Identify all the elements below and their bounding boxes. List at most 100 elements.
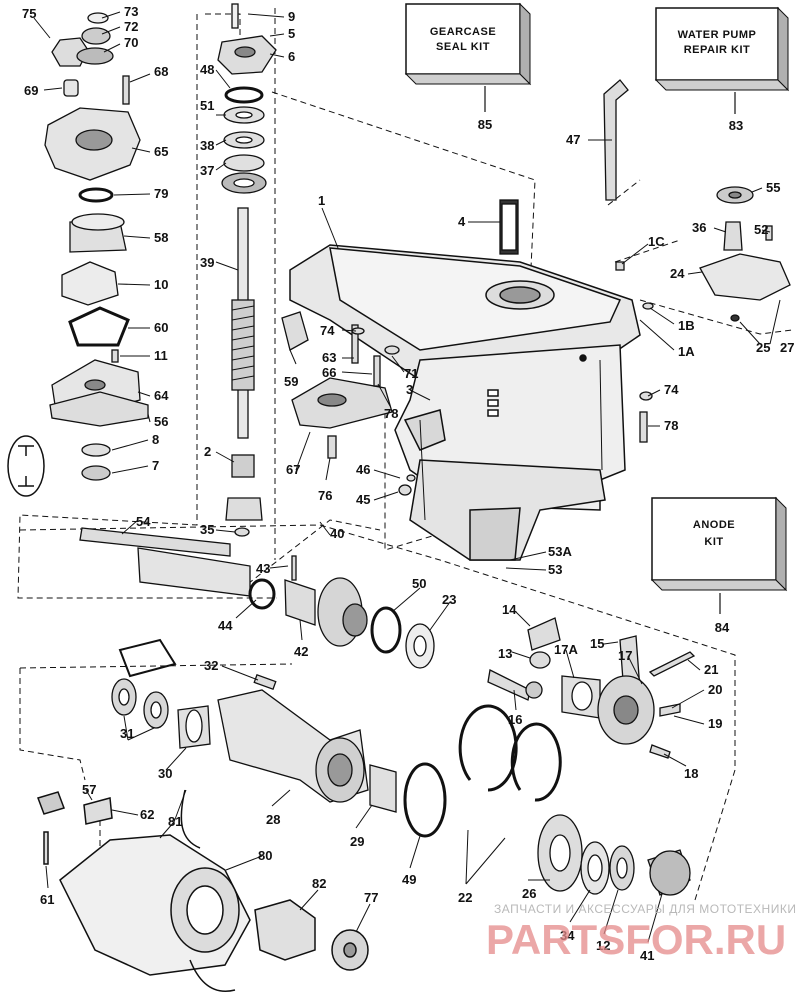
callout-68: 68 <box>154 64 168 79</box>
callout-13: 13 <box>498 646 512 661</box>
callout-31: 31 <box>120 726 134 741</box>
callout-37: 37 <box>200 163 214 178</box>
callout-1C: 1C <box>648 234 665 249</box>
watermark-logo: PARTSFOR.RU <box>486 916 787 963</box>
callout-16: 16 <box>508 712 522 727</box>
gearcase-kit-line2: SEAL KIT <box>436 41 490 53</box>
callout-21: 21 <box>704 662 718 677</box>
callout-65: 65 <box>154 144 168 159</box>
callout-75: 75 <box>22 6 36 21</box>
gearcase-kit-line1: GEARCASE <box>430 26 496 38</box>
callout-30: 30 <box>158 766 172 781</box>
callout-59: 59 <box>284 374 298 389</box>
bearing-carrier-row <box>111 638 447 838</box>
leader-lines <box>33 11 781 943</box>
callout-3: 3 <box>406 382 413 397</box>
callout-6: 6 <box>288 49 295 64</box>
watermark-tagline: ЗАПЧАСТИ И АКСЕССУАРЫ ДЛЯ МОТОТЕХНИКИ <box>494 902 797 916</box>
callout-34: 34 <box>560 928 575 943</box>
callout-1A: 1A <box>678 344 695 359</box>
callout-63: 63 <box>322 350 336 365</box>
callout-61: 61 <box>40 892 54 907</box>
callout-36: 36 <box>692 220 706 235</box>
callout-27: 27 <box>780 340 794 355</box>
callout-47: 47 <box>566 132 580 147</box>
callout-32: 32 <box>204 658 218 673</box>
callout-18: 18 <box>684 766 698 781</box>
callout-43: 43 <box>256 561 270 576</box>
callout-45: 45 <box>356 492 370 507</box>
callout-64: 64 <box>154 388 169 403</box>
callout-12: 12 <box>596 938 610 953</box>
callout-62: 62 <box>140 807 154 822</box>
callout-83: 83 <box>729 118 743 133</box>
callout-8: 8 <box>152 432 159 447</box>
callout-17A: 17A <box>554 642 578 657</box>
driveshaft-stack <box>217 3 277 537</box>
callout-73: 73 <box>124 4 138 19</box>
right-side-parts <box>499 79 791 322</box>
callout-29: 29 <box>350 834 364 849</box>
callout-5: 5 <box>288 26 295 41</box>
callout-78-b: 78 <box>664 418 678 433</box>
callout-56: 56 <box>154 414 168 429</box>
callout-58: 58 <box>154 230 168 245</box>
anode-kit-box: ANODE KIT 84 <box>650 496 788 635</box>
gearcase-seal-kit-box: GEARCASE SEAL KIT 85 <box>404 2 532 132</box>
callout-74-b: 74 <box>664 382 679 397</box>
callout-20: 20 <box>708 682 722 697</box>
callout-76: 76 <box>318 488 332 503</box>
callout-24: 24 <box>670 266 685 281</box>
callout-77: 77 <box>364 890 378 905</box>
callout-41: 41 <box>640 948 654 963</box>
callout-80: 80 <box>258 848 272 863</box>
callout-82: 82 <box>312 876 326 891</box>
water-pump-kit-line2: REPAIR KIT <box>684 44 751 56</box>
callout-50: 50 <box>412 576 426 591</box>
callout-42: 42 <box>294 644 308 659</box>
lower-right-parts <box>458 704 691 896</box>
callout-4: 4 <box>458 214 466 229</box>
mid-parts <box>281 311 653 496</box>
callout-17: 17 <box>618 648 632 663</box>
callout-14: 14 <box>502 602 517 617</box>
callout-48: 48 <box>200 62 214 77</box>
callout-22: 22 <box>458 890 472 905</box>
callout-19: 19 <box>708 716 722 731</box>
callout-1B: 1B <box>678 318 695 333</box>
callout-53: 53 <box>548 562 562 577</box>
callout-81: 81 <box>168 814 182 829</box>
callout-71: 71 <box>404 366 418 381</box>
gearcase-housing <box>289 244 641 561</box>
watermark: ЗАПЧАСТИ И АКСЕССУАРЫ ДЛЯ МОТОТЕХНИКИ PA… <box>486 902 796 982</box>
callout-74-a: 74 <box>320 323 335 338</box>
callout-60: 60 <box>154 320 168 335</box>
seal-inset <box>7 435 45 497</box>
callout-85: 85 <box>478 117 492 132</box>
callout-66: 66 <box>322 365 336 380</box>
callout-67: 67 <box>286 462 300 477</box>
water-pump-kit-box: WATER PUMP REPAIR KIT 83 <box>654 6 790 133</box>
shift-assembly <box>487 617 696 759</box>
callout-38: 38 <box>200 138 214 153</box>
water-pump-kit-line1: WATER PUMP <box>678 29 757 41</box>
callout-labels: 75 73 72 70 69 68 65 79 58 10 60 11 64 5… <box>22 4 794 963</box>
callout-15: 15 <box>590 636 604 651</box>
callout-53A: 53A <box>548 544 572 559</box>
callout-84: 84 <box>715 620 730 635</box>
callout-11: 11 <box>154 348 168 363</box>
callout-51: 51 <box>200 98 214 113</box>
callout-72: 72 <box>124 19 138 34</box>
callout-49: 49 <box>402 872 416 887</box>
callout-9: 9 <box>288 9 295 24</box>
callout-28: 28 <box>266 812 280 827</box>
callout-55: 55 <box>766 180 780 195</box>
anode-kit-line1: ANODE <box>693 519 735 531</box>
callout-78-a: 78 <box>384 406 398 421</box>
callout-54: 54 <box>136 514 151 529</box>
callout-2: 2 <box>204 444 211 459</box>
propeller <box>37 789 369 992</box>
callout-44: 44 <box>218 618 233 633</box>
callout-70: 70 <box>124 35 138 50</box>
anode-kit-line2: KIT <box>704 536 723 548</box>
